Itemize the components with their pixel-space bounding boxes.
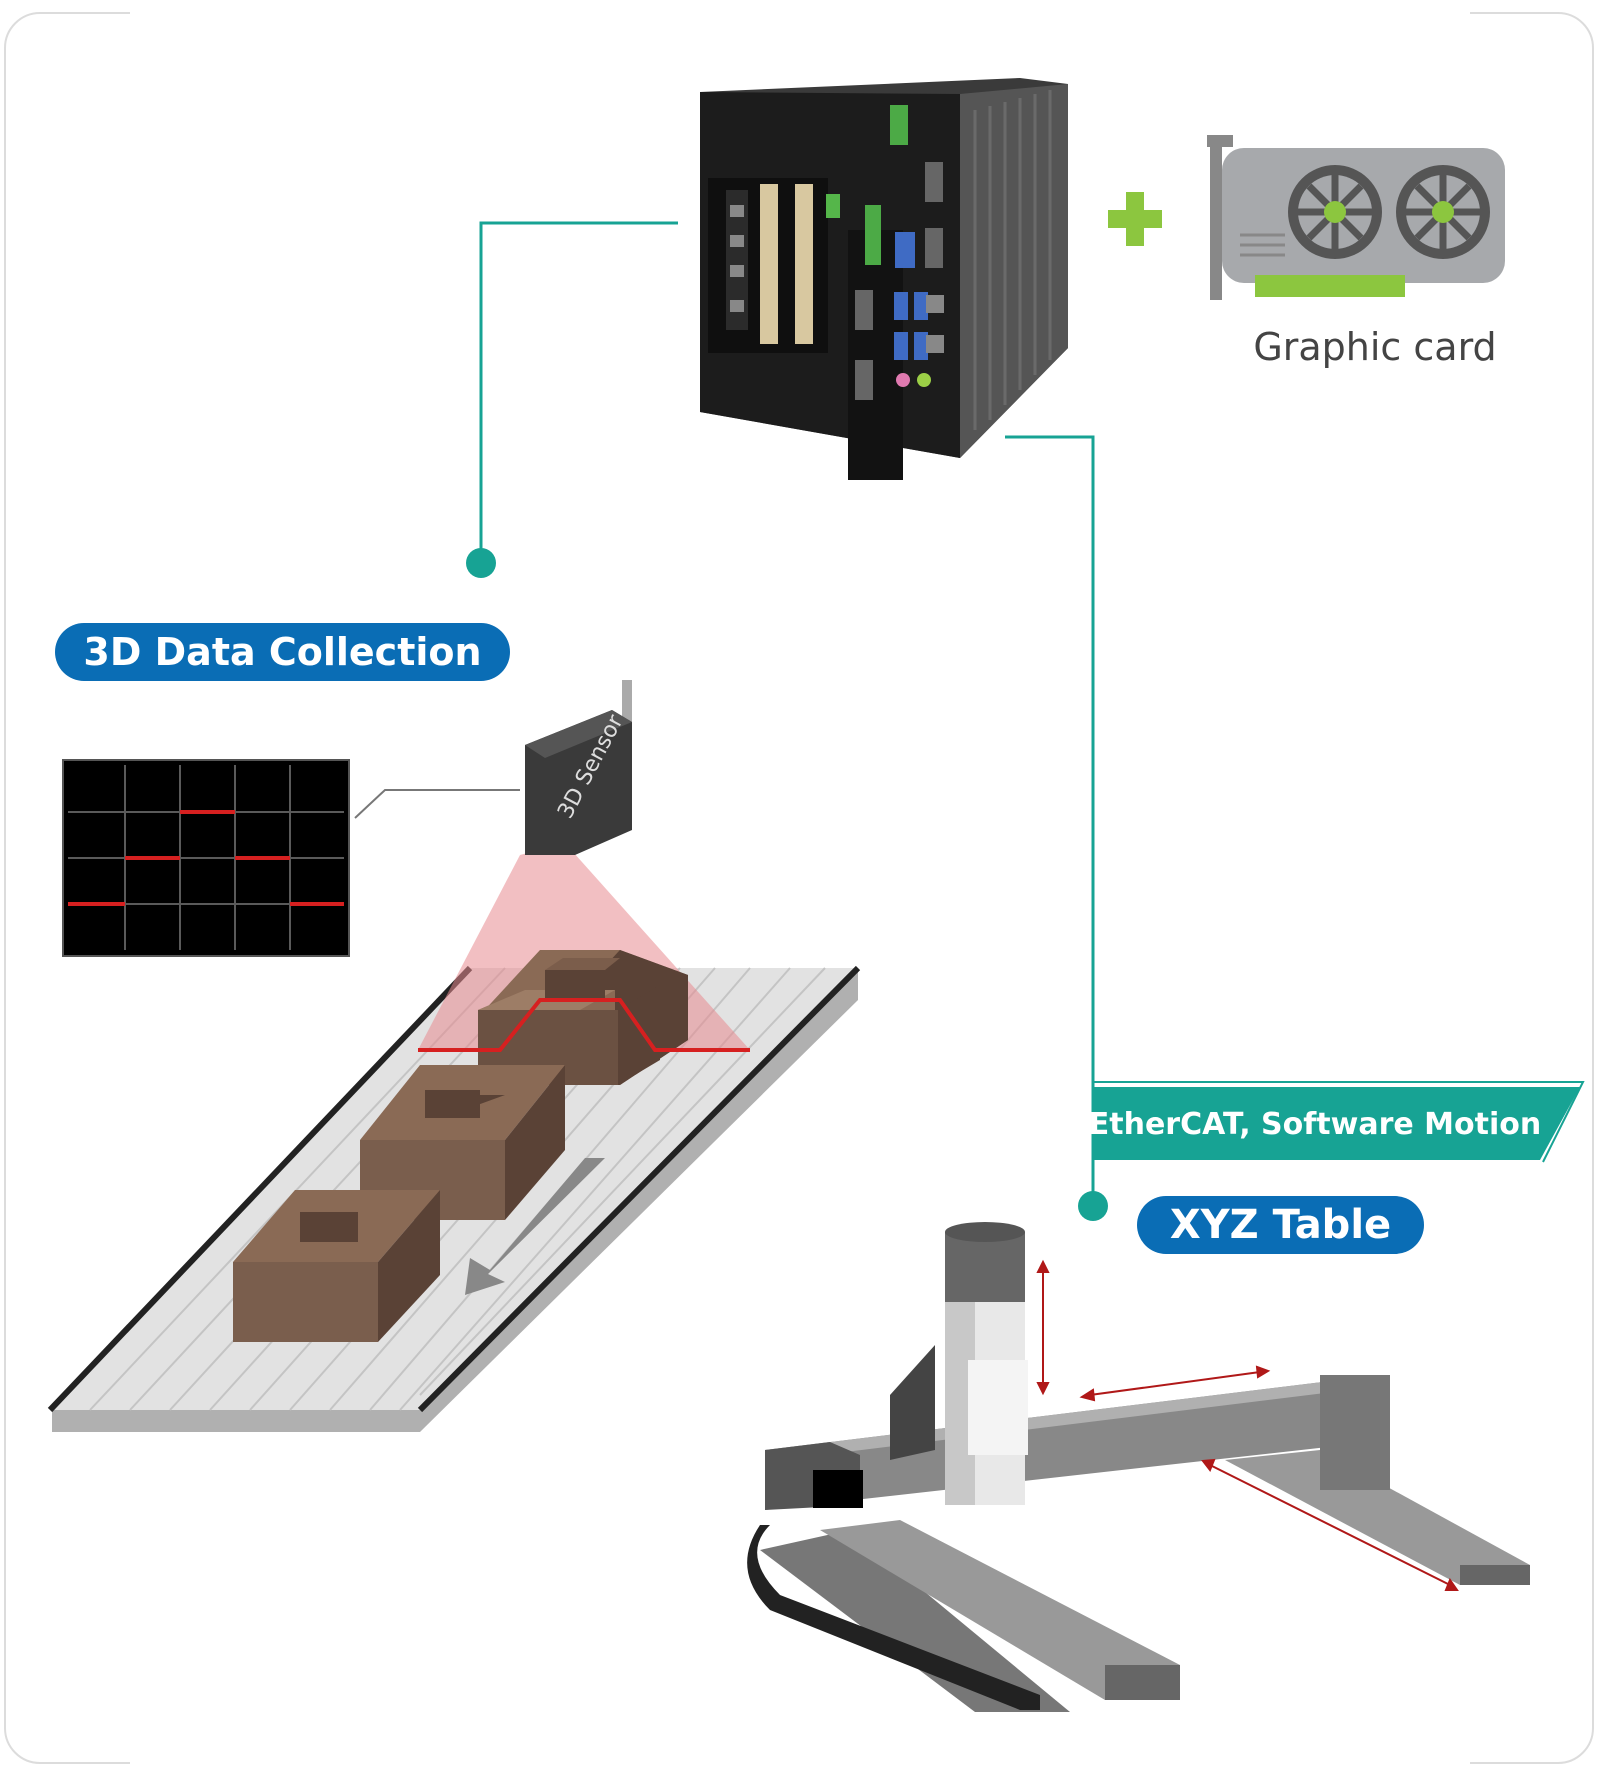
connector-left [479,221,678,560]
xyz-table-icon [747,1222,1530,1712]
plus-icon [1108,192,1162,246]
connector-right [1005,435,1095,1200]
box-3 [233,1190,440,1342]
graphic-card-label: Graphic card [1253,325,1497,369]
data-collection-label: 3D Data Collection [55,623,510,681]
xyz-table-label: XYZ Table [1137,1196,1424,1254]
connector-left-dot [466,548,496,578]
frame-gap-top [130,0,1470,30]
graphics-card-icon [1207,135,1505,300]
profile-monitor [62,759,520,957]
ethercat-banner [1093,1087,1580,1160]
ethercat-label: EtherCAT, Software Motion [1088,1106,1542,1142]
frame-gap-bottom [130,1752,1470,1772]
sensor-3d: 3D Sensor [525,680,632,855]
connector-right-dot [1078,1191,1108,1221]
industrial-pc-icon [700,78,1068,480]
